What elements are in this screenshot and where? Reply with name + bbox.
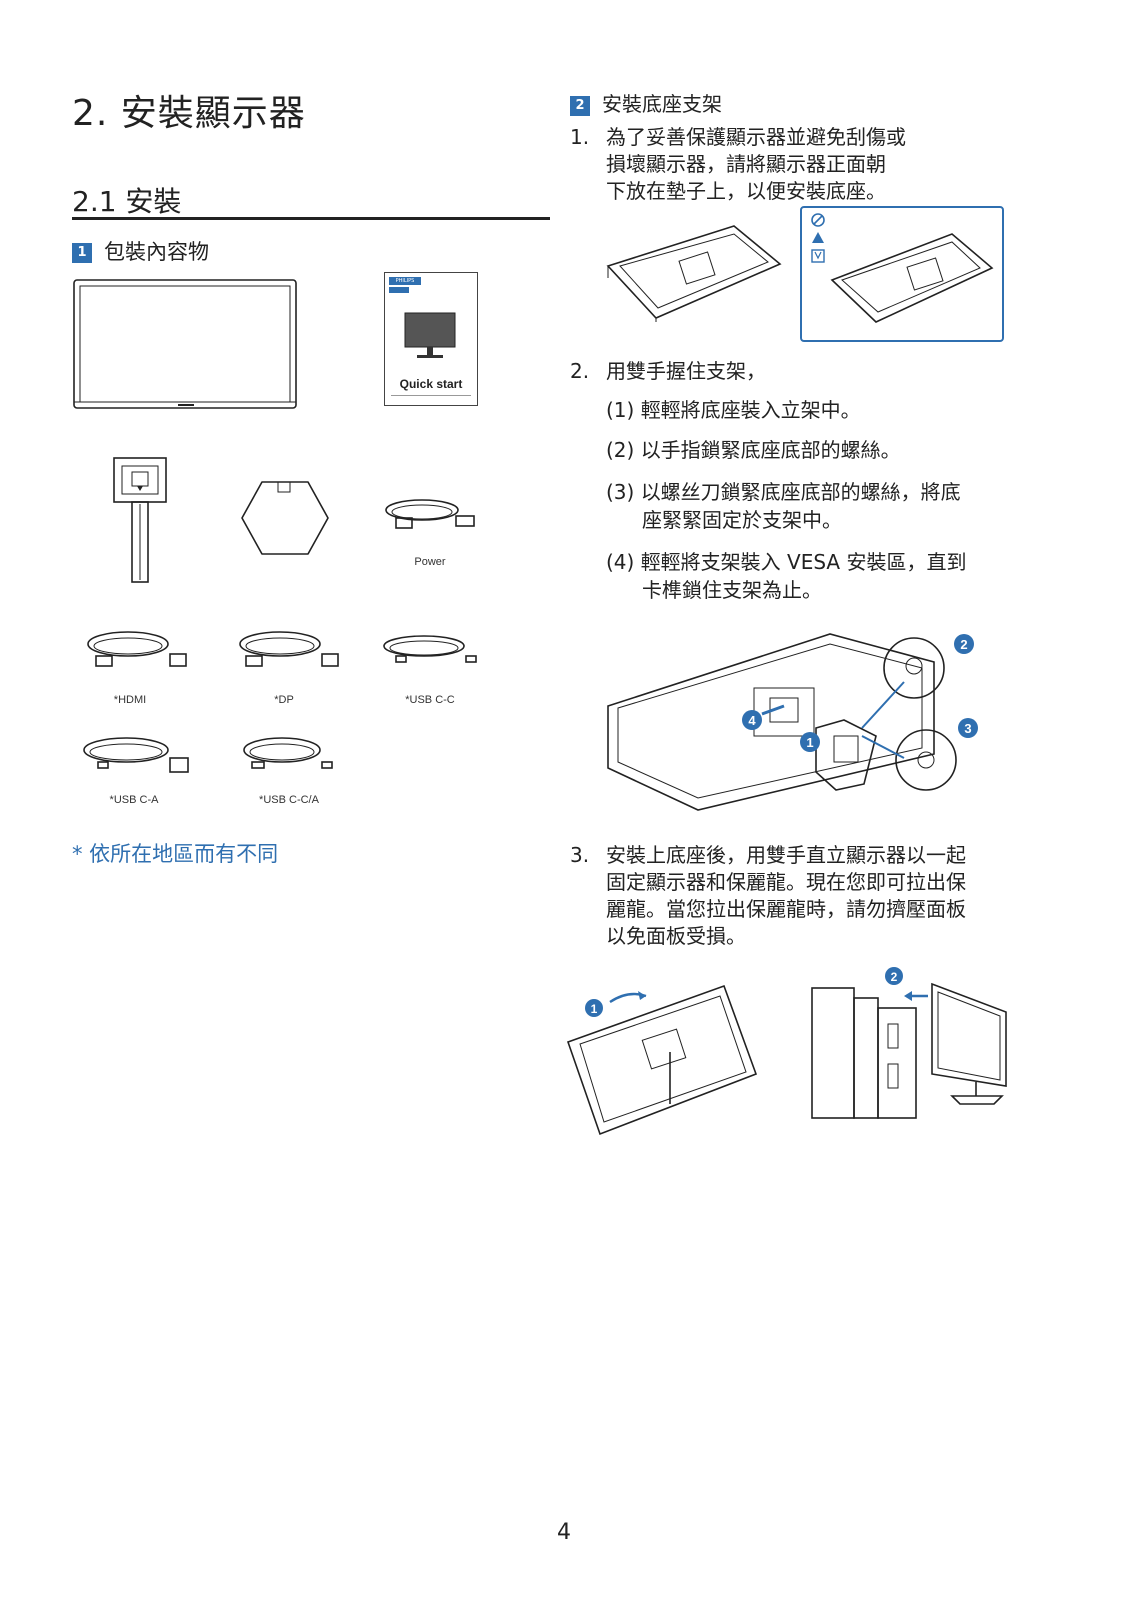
usb-ca-cable-icon — [83, 737, 189, 773]
usb-cc-label: *USB C-C — [405, 694, 455, 706]
step-3: 3. 安裝上底座後，用雙手直立顯示器以一起 固定顯示器和保麗龍。現在您即可拉出保… — [570, 842, 1040, 950]
step-3-line-4: 以免面板受損。 — [606, 924, 746, 948]
step-2-sub-4-line-2: 卡榫鎖住支架為止。 — [642, 578, 822, 602]
callout-2 — [885, 967, 903, 985]
svg-text:3: 3 — [964, 721, 971, 736]
step-2-sub-4-line-1: (4) 輕輕將支架裝入 VESA 安裝區，直到 — [606, 550, 967, 574]
step-1-number: 1. — [570, 125, 590, 149]
callout-1 — [800, 732, 820, 752]
package-heading: 1 包裝內容物 — [72, 236, 209, 266]
quick-start-label: Quick start — [399, 377, 463, 391]
brand-stripe — [389, 287, 409, 293]
monitor-front-illustration — [73, 279, 297, 409]
callout-1 — [585, 999, 603, 1017]
monitor-thumbnail-icon — [404, 312, 456, 358]
zoom-circle-1 — [883, 637, 945, 699]
step-3-number: 3. — [570, 843, 590, 867]
region-note: * 依所在地區而有不同 — [72, 842, 279, 866]
step-badge: 2 — [570, 95, 590, 116]
step-2: 2. 用雙手握住支架， — [570, 358, 1030, 385]
stand-neck-illustration — [113, 457, 167, 583]
step-3-line-3: 麗龍。當您拉出保麗龍時，請勿擠壓面板 — [606, 897, 966, 921]
stand-assembly-illustration: 2 3 4 1 — [607, 633, 978, 811]
prohibited-icon — [811, 213, 825, 227]
svg-text:2: 2 — [891, 970, 898, 984]
usb-cc-cable-icon — [383, 635, 477, 663]
lift-monitor-illustration: 1 — [566, 984, 758, 1136]
step-2-title: 用雙手握住支架， — [606, 359, 766, 383]
svg-text:1: 1 — [806, 735, 813, 750]
usb-cca-label: *USB C-C/A — [259, 794, 319, 806]
section-title: 2. 安裝顯示器 — [72, 93, 306, 134]
callout-2 — [954, 634, 974, 654]
step-2-sub-3-line-2: 座緊緊固定於支架中。 — [642, 508, 842, 532]
power-label: Power — [414, 556, 446, 568]
svg-text:2: 2 — [960, 637, 967, 652]
hdmi-cable-icon — [87, 631, 187, 667]
usb-ca-label: *USB C-A — [109, 794, 159, 806]
monitor-face-down-incorrect-illustration — [830, 233, 994, 323]
callout-3 — [958, 718, 978, 738]
dp-cable-icon — [239, 631, 339, 667]
step-2-sub-2: (2) 以手指鎖緊底座底部的螺絲。 — [606, 438, 901, 462]
step-2-sub-1: (1) 輕輕將底座裝入立架中。 — [606, 398, 861, 422]
package-heading-text: 包裝內容物 — [104, 240, 209, 264]
subsection-title: 2.1 安裝 — [72, 185, 182, 218]
step-3-line-2: 固定顯示器和保麗龍。現在您即可拉出保 — [606, 870, 966, 894]
step-1-line-3: 下放在墊子上，以便安裝底座。 — [606, 179, 886, 203]
fragile-icon — [811, 249, 825, 263]
svg-text:1: 1 — [591, 1002, 598, 1016]
page-number: 4 — [557, 1520, 571, 1545]
warning-icons — [811, 213, 825, 263]
callout-4 — [742, 710, 762, 730]
hdmi-label: *HDMI — [113, 694, 147, 706]
fine-print-line — [391, 395, 471, 396]
warning-box — [800, 206, 1004, 342]
remove-foam-illustration: 2 — [811, 967, 1007, 1119]
zoom-circle-2 — [895, 729, 957, 791]
hexagon-base-illustration — [241, 481, 329, 555]
step-2-number: 2. — [570, 359, 590, 383]
subsection-rule — [72, 217, 550, 220]
step-1-line-2: 損壞顯示器，請將顯示器正面朝 — [606, 152, 886, 176]
usb-cca-cable-icon — [243, 737, 333, 769]
install-base-heading: 2 安裝底座支架 — [570, 88, 722, 117]
step-1-line-1: 為了妥善保護顯示器並避免刮傷或 — [606, 125, 906, 149]
quick-start-booklet: PHILIPS Quick start — [384, 272, 478, 406]
brand-logo: PHILIPS — [389, 277, 421, 285]
step-2-sub-3-line-1: (3) 以螺丝刀鎖緊底座底部的螺絲，將底 — [606, 480, 961, 504]
install-base-heading-text: 安裝底座支架 — [602, 92, 722, 116]
monitor-face-down-illustration — [606, 225, 782, 322]
step-badge: 1 — [72, 243, 92, 263]
step-1: 1. 為了妥善保護顯示器並避免刮傷或 損壞顯示器，請將顯示器正面朝 下放在墊子上… — [570, 124, 990, 205]
step-3-line-1: 安裝上底座後，用雙手直立顯示器以一起 — [606, 843, 966, 867]
power-cable-icon — [385, 499, 475, 529]
svg-text:4: 4 — [748, 713, 756, 728]
caution-icon — [812, 232, 824, 243]
dp-label: *DP — [274, 694, 294, 706]
